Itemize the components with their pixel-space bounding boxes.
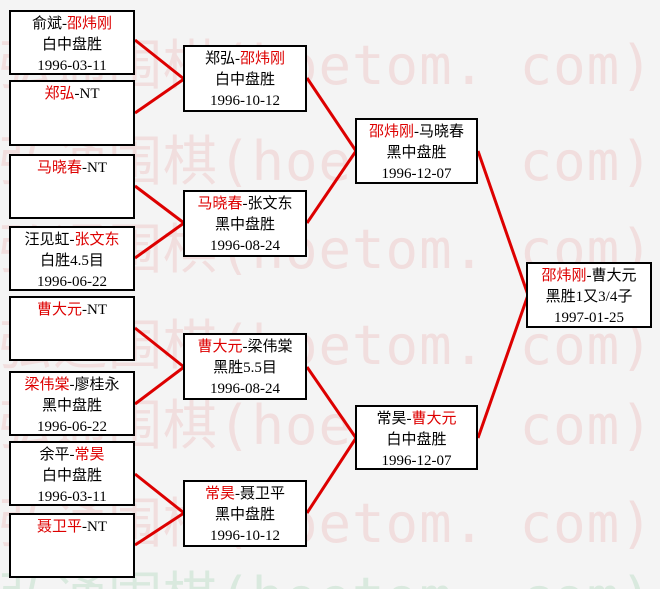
match-box-r1-4: 汪见虹-张文东 白胜4.5目 1996-06-22 <box>9 226 135 291</box>
match-result: 黑中盘胜 <box>214 507 275 523</box>
match-players: 邵炜刚-马晓春 <box>368 124 465 140</box>
match-players: 马晓春-NT <box>36 160 107 176</box>
match-result <box>11 321 133 342</box>
match-date: 1996-03-11 <box>37 58 107 74</box>
match-box-sf-1: 邵炜刚-马晓春 黑中盘胜 1996-12-07 <box>355 118 478 184</box>
match-players: 常昊-聂卫平 <box>204 486 286 502</box>
match-players: 聂卫平-NT <box>36 519 107 535</box>
match-box-r1-6: 梁伟棠-廖桂永 黑中盘胜 1996-06-22 <box>9 371 135 436</box>
match-result: 白中盘胜 <box>386 432 447 448</box>
connector-line <box>134 38 185 81</box>
match-box-r2-1: 郑弘-邵炜刚 白中盘胜 1996-10-12 <box>183 45 307 112</box>
match-players: 汪见虹-张文东 <box>24 232 120 248</box>
match-players: 马晓春-张文东 <box>197 196 293 212</box>
match-box-r2-2: 马晓春-张文东 黑中盘胜 1996-08-24 <box>183 190 307 257</box>
connector-line <box>305 150 358 224</box>
match-result <box>11 538 133 559</box>
match-date <box>11 126 133 147</box>
match-result <box>11 105 133 126</box>
match-box-r2-3: 曹大元-梁伟棠 黑胜5.5目 1996-08-24 <box>183 333 307 400</box>
match-date: 1996-12-07 <box>381 453 452 469</box>
match-date <box>11 559 133 580</box>
match-players: 郑弘-邵炜刚 <box>204 51 286 67</box>
match-players: 曹大元-梁伟棠 <box>197 339 293 355</box>
connector-line <box>134 472 185 515</box>
match-date: 1997-01-25 <box>554 310 624 326</box>
match-result: 白胜4.5目 <box>40 253 104 269</box>
match-date <box>11 342 133 363</box>
match-box-sf-2: 常昊-曹大元 白中盘胜 1996-12-07 <box>355 405 478 470</box>
match-result: 黑胜5.5目 <box>213 360 277 376</box>
match-players: 郑弘-NT <box>44 86 100 102</box>
connector-line <box>134 326 185 369</box>
match-result: 白中盘胜 <box>41 468 102 484</box>
match-date <box>11 200 133 221</box>
match-result: 黑中盘胜 <box>214 217 275 233</box>
match-result: 黑中盘胜 <box>41 398 102 414</box>
match-box-r1-1: 俞斌-邵炜刚 白中盘胜 1996-03-11 <box>9 10 135 75</box>
connector-line <box>134 511 185 547</box>
match-result: 白中盘胜 <box>214 72 275 88</box>
match-box-final: 邵炜刚-曹大元 黑胜1又3/4子 1997-01-25 <box>526 262 652 328</box>
connector-line <box>134 365 185 406</box>
watermark-row: 弘通围棋(hoetom. com) <box>0 568 654 589</box>
match-result: 黑胜1又3/4子 <box>545 289 633 305</box>
match-box-r2-4: 常昊-聂卫平 黑中盘胜 1996-10-12 <box>183 480 307 547</box>
connector-line <box>476 150 530 296</box>
connector-line <box>305 437 358 514</box>
connector-line <box>134 184 185 225</box>
match-box-r1-3: 马晓春-NT <box>9 154 135 219</box>
match-players: 邵炜刚-曹大元 <box>541 268 637 284</box>
match-result: 白中盘胜 <box>41 37 102 53</box>
match-result <box>11 179 133 200</box>
match-players: 俞斌-邵炜刚 <box>31 16 113 32</box>
connector-line <box>134 77 185 115</box>
connector-line <box>476 294 530 439</box>
match-date: 1996-08-24 <box>210 238 280 254</box>
match-box-r1-2: 郑弘-NT <box>9 80 135 146</box>
match-result: 黑中盘胜 <box>386 145 447 161</box>
connector-line <box>134 221 185 260</box>
match-box-r1-8: 聂卫平-NT <box>9 513 135 578</box>
connector-line <box>305 77 358 152</box>
match-box-r1-5: 曹大元-NT <box>9 296 135 361</box>
match-date: 1996-06-22 <box>37 419 107 435</box>
match-box-r1-7: 余平-常昊 白中盘胜 1996-03-11 <box>9 441 135 506</box>
match-players: 余平-常昊 <box>39 447 105 463</box>
match-players: 曹大元-NT <box>36 302 107 318</box>
match-date: 1996-10-12 <box>210 528 280 544</box>
match-date: 1996-12-07 <box>381 166 452 182</box>
match-date: 1996-06-22 <box>37 274 107 290</box>
match-date: 1996-10-12 <box>210 93 280 109</box>
match-players: 梁伟棠-廖桂永 <box>24 377 120 393</box>
match-date: 1996-08-24 <box>210 381 280 397</box>
match-players: 常昊-曹大元 <box>376 411 457 427</box>
connector-line <box>305 366 358 439</box>
match-date: 1996-03-11 <box>37 489 107 505</box>
